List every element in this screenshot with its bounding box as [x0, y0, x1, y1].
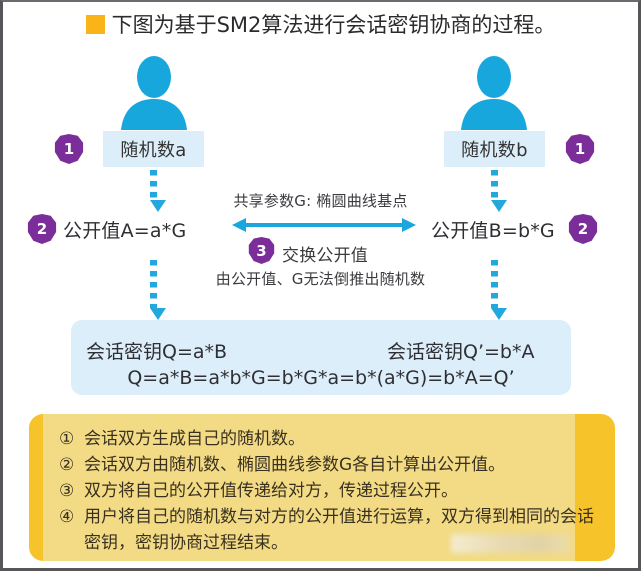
flow-arrow-left-lower [149, 260, 166, 322]
note-text: 用户将自己的随机数与对方的公开值进行运算，双方得到相同的会话密钥，密钥协商过程结… [84, 507, 594, 553]
step-badge-1-right: 1 [565, 134, 595, 164]
session-key-box: 会话密钥Q=a*B 4 会话密钥Q’=b*A Q=a*B=a*b*G=b*G*a… [71, 320, 571, 395]
step-badge-2-right: 2 [568, 214, 598, 244]
note-number: ④ [59, 507, 75, 527]
session-key-formula-text: Q=a*B=a*b*G=b*G*a=b*(a*G)=b*A=Q’ [127, 367, 515, 389]
note-text: 会话双方生成自己的随机数。 [84, 429, 305, 449]
diagram-canvas: 下图为基于SM2算法进行会话密钥协商的过程。 随机数a 1 2 公开值A=a*G… [3, 2, 638, 568]
step-badge-2-left: 2 [27, 214, 57, 244]
exchange-double-arrow [232, 218, 416, 232]
watermark-blur [451, 534, 569, 553]
flow-arrow-right-lower [490, 260, 507, 322]
page-title-text: 下图为基于SM2算法进行会话密钥协商的过程。 [111, 13, 556, 37]
note-number: ② [59, 455, 75, 475]
yellow-square-marker-icon [85, 14, 105, 34]
note-text: 会话双方由随机数、椭圆曲线参数G各自计算出公开值。 [84, 455, 506, 475]
session-key-left-text: 会话密钥Q=a*B [86, 341, 228, 363]
notes-panel: ① 会话双方生成自己的随机数。 ② 会话双方由随机数、椭圆曲线参数G各自计算出公… [29, 414, 615, 561]
flow-arrow-left-upper [149, 170, 166, 212]
note-number: ③ [59, 481, 75, 501]
notes-list: ① 会话双方生成自己的随机数。 ② 会话双方由随机数、椭圆曲线参数G各自计算出公… [59, 426, 597, 556]
shared-parameter-text: 共享参数G: 椭圆曲线基点 [233, 192, 408, 210]
list-item: ② 会话双方由随机数、椭圆曲线参数G各自计算出公开值。 [59, 452, 597, 478]
list-item: ① 会话双方生成自己的随机数。 [59, 426, 597, 452]
public-value-b-text: 公开值B=b*G [431, 220, 555, 242]
avatar-left [111, 56, 197, 130]
exchange-label-text: 交换公开值 [282, 246, 368, 266]
step-badge-3: 3 [248, 237, 275, 264]
session-key-right-text: 会话密钥Q’=b*A [387, 341, 535, 363]
exchange-note-text: 由公开值、G无法倒推出随机数 [215, 270, 426, 288]
avatar-right [451, 56, 537, 130]
flow-arrow-right-upper [490, 170, 507, 212]
note-number: ① [59, 429, 75, 449]
step-badge-1-left: 1 [54, 134, 84, 164]
note-text: 双方将自己的公开值传递给对方，传递过程公开。 [84, 481, 458, 501]
page-title: 下图为基于SM2算法进行会话密钥协商的过程。 [3, 6, 638, 42]
random-number-a-label: 随机数a [103, 131, 204, 167]
random-number-b-label: 随机数b [444, 131, 545, 167]
list-item: ③ 双方将自己的公开值传递给对方，传递过程公开。 [59, 478, 597, 504]
public-value-a-text: 公开值A=a*G [63, 220, 187, 242]
list-item: ④ 用户将自己的随机数与对方的公开值进行运算，双方得到相同的会话密钥，密钥协商过… [59, 504, 597, 556]
